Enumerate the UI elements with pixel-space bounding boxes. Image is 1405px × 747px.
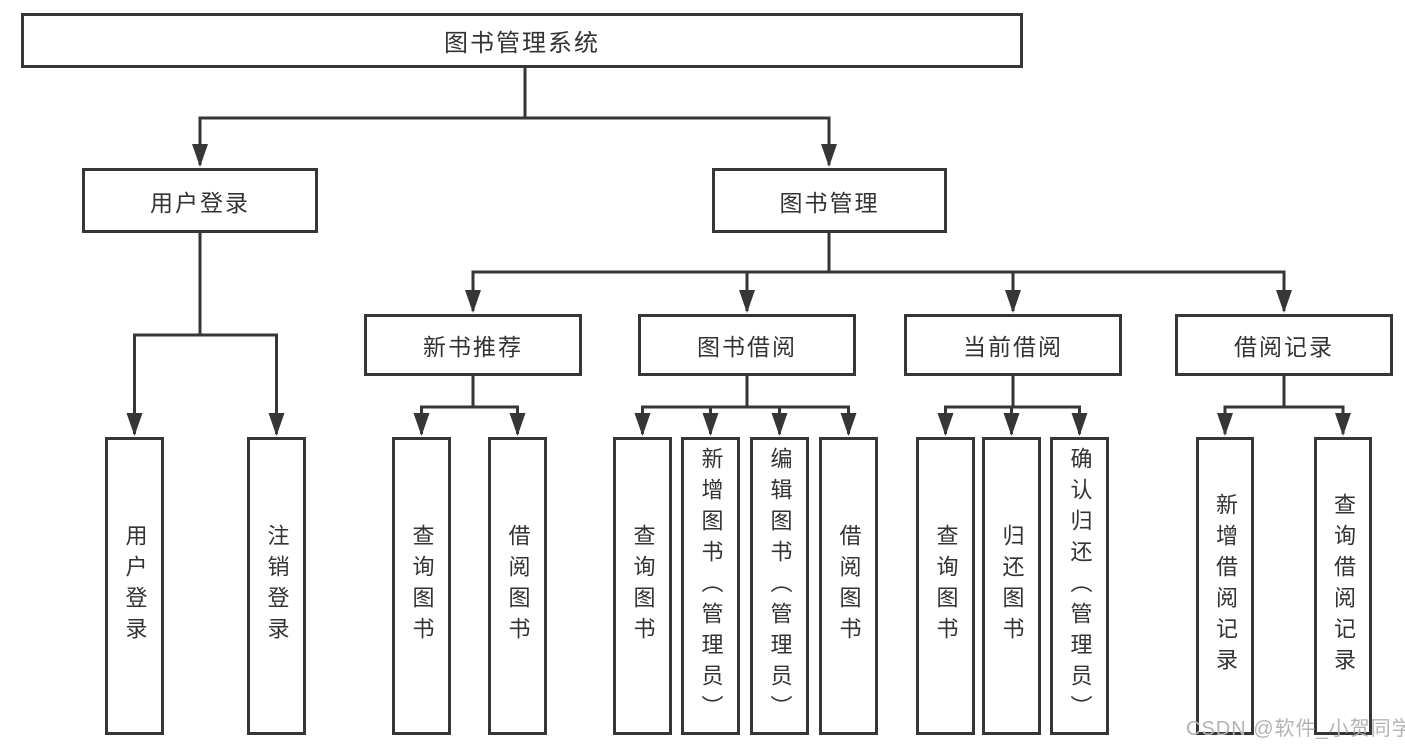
node-book-management: 图书管理 <box>712 168 947 233</box>
leaf-borrow-edit-book-admin-label: 编辑图书（管理员） <box>767 446 793 726</box>
connector-book-mgmt-to-level3 <box>465 233 1292 313</box>
leaf-newbooks-query-book: 查询图书 <box>392 437 451 735</box>
leaf-records-add-record-label: 新增借阅记录 <box>1213 493 1238 679</box>
node-borrow-records-label: 借阅记录 <box>1234 334 1334 360</box>
node-root: 图书管理系统 <box>21 13 1023 68</box>
leaf-newbooks-query-book-label: 查询图书 <box>409 524 435 648</box>
leaf-user-login-label: 用户登录 <box>122 524 148 648</box>
node-book-borrow-label: 图书借阅 <box>697 334 797 360</box>
connector-root-to-level2 <box>192 68 837 167</box>
leaf-borrow-borrow-book: 借阅图书 <box>819 437 878 735</box>
leaf-records-add-record: 新增借阅记录 <box>1196 437 1254 735</box>
leaf-current-query-book-label: 查询图书 <box>933 524 959 648</box>
node-new-book-recommend: 新书推荐 <box>364 314 582 376</box>
leaf-borrow-query-book: 查询图书 <box>613 437 672 735</box>
node-root-label: 图书管理系统 <box>444 30 600 57</box>
leaf-logout-label: 注销登录 <box>264 524 290 648</box>
leaf-current-confirm-return-admin: 确认归还（管理员） <box>1050 437 1109 735</box>
leaf-current-return-book-label: 归还图书 <box>999 524 1025 648</box>
node-book-borrow: 图书借阅 <box>638 314 856 376</box>
node-book-management-label: 图书管理 <box>779 189 880 216</box>
connector-user-login-branch <box>126 233 285 436</box>
leaf-borrow-borrow-book-label: 借阅图书 <box>836 524 862 648</box>
leaf-logout: 注销登录 <box>247 437 306 735</box>
leaf-newbooks-borrow-book: 借阅图书 <box>488 437 547 735</box>
leaf-borrow-edit-book-admin: 编辑图书（管理员） <box>750 437 809 735</box>
node-current-borrow: 当前借阅 <box>904 314 1122 376</box>
connector-borrow-records-branch <box>1217 376 1351 436</box>
leaf-user-login: 用户登录 <box>105 437 164 735</box>
node-new-book-recommend-label: 新书推荐 <box>423 334 523 360</box>
csdn-watermark: CSDN @软件_小贺同学 <box>1186 718 1405 740</box>
leaf-borrow-add-book-admin: 新增图书（管理员） <box>681 437 740 735</box>
leaf-borrow-query-book-label: 查询图书 <box>630 524 656 648</box>
leaf-borrow-add-book-admin-label: 新增图书（管理员） <box>698 446 724 726</box>
node-user-login: 用户登录 <box>82 168 318 233</box>
leaf-records-query-record: 查询借阅记录 <box>1314 437 1372 735</box>
node-user-login-label: 用户登录 <box>150 189 250 216</box>
node-current-borrow-label: 当前借阅 <box>963 334 1063 360</box>
node-borrow-records: 借阅记录 <box>1175 314 1393 376</box>
leaf-current-query-book: 查询图书 <box>916 437 975 735</box>
leaf-current-confirm-return-admin-label: 确认归还（管理员） <box>1067 446 1093 726</box>
leaf-current-return-book: 归还图书 <box>982 437 1041 735</box>
leaf-records-query-record-label: 查询借阅记录 <box>1331 493 1356 679</box>
leaf-newbooks-borrow-book-label: 借阅图书 <box>505 524 531 648</box>
connector-new-books-branch <box>413 376 526 436</box>
connector-current-borrow-branch <box>937 376 1088 436</box>
connector-book-borrow-branch <box>634 376 857 436</box>
